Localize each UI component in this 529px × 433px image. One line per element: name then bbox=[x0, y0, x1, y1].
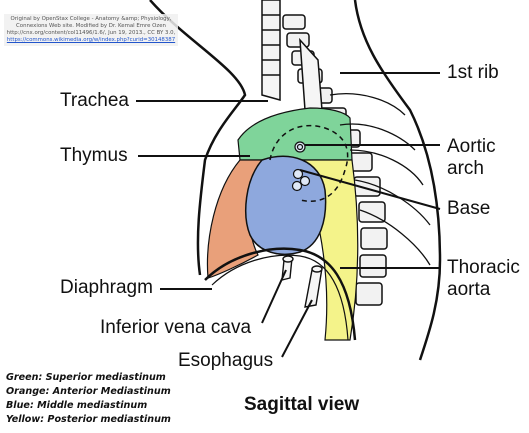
leader-esophagus bbox=[281, 299, 313, 358]
middle-mediastinum-heart bbox=[245, 155, 327, 256]
attribution-line-1: Original by OpenStax College - Anatomy &… bbox=[10, 16, 172, 22]
attribution-note: Original by OpenStax College - Anatomy &… bbox=[4, 14, 178, 46]
label-aortic-arch-line1: Aortic bbox=[447, 136, 496, 157]
attribution-link[interactable]: https://commons.wikimedia.org/w/index.ph… bbox=[6, 37, 176, 43]
caption-sagittal-view: Sagittal view bbox=[244, 394, 360, 415]
aortic-arch-vessels bbox=[291, 141, 311, 192]
body-outline-front bbox=[149, 0, 247, 276]
attribution-line-2: Connexions Web site. Modified by Dr. Kem… bbox=[16, 23, 166, 29]
legend-yellow: Yellow: Posterior mediastinum bbox=[6, 414, 171, 425]
label-inferior-vena-cava: Inferior vena cava bbox=[100, 317, 252, 338]
label-thoracic-aorta-line1: Thoracic bbox=[447, 257, 520, 278]
superior-mediastinum-region bbox=[237, 107, 353, 161]
legend-blue: Blue: Middle mediastinum bbox=[6, 400, 148, 411]
leader-lines bbox=[136, 72, 441, 358]
legend-green: Green: Superior mediastinum bbox=[6, 372, 166, 383]
label-first-rib: 1st rib bbox=[447, 62, 499, 83]
color-legend: Green: Superior mediastinum Orange: Ante… bbox=[6, 371, 171, 427]
esophagus-tube bbox=[304, 265, 323, 308]
diaphragm-curve-inner bbox=[211, 254, 349, 341]
attribution-line-3: http://cnx.org/content/col11496/1.6/, Ju… bbox=[6, 30, 176, 36]
label-aortic-arch-line2: arch bbox=[447, 158, 484, 179]
label-trachea: Trachea bbox=[60, 90, 129, 111]
label-diaphragm: Diaphragm bbox=[60, 277, 153, 298]
aortic-arch-dashed bbox=[269, 124, 349, 202]
leader-ivc bbox=[261, 269, 287, 324]
label-thymus: Thymus bbox=[60, 145, 128, 166]
diaphragm-curve bbox=[204, 247, 357, 341]
body-outline-back bbox=[353, 0, 442, 361]
label-thoracic-aorta-line2: aorta bbox=[447, 279, 491, 300]
neck-structures bbox=[261, 0, 323, 111]
legend-orange: Orange: Anterior Mediastinum bbox=[6, 386, 171, 397]
label-esophagus: Esophagus bbox=[178, 350, 274, 371]
label-base: Base bbox=[447, 198, 491, 219]
leader-base bbox=[299, 169, 441, 210]
